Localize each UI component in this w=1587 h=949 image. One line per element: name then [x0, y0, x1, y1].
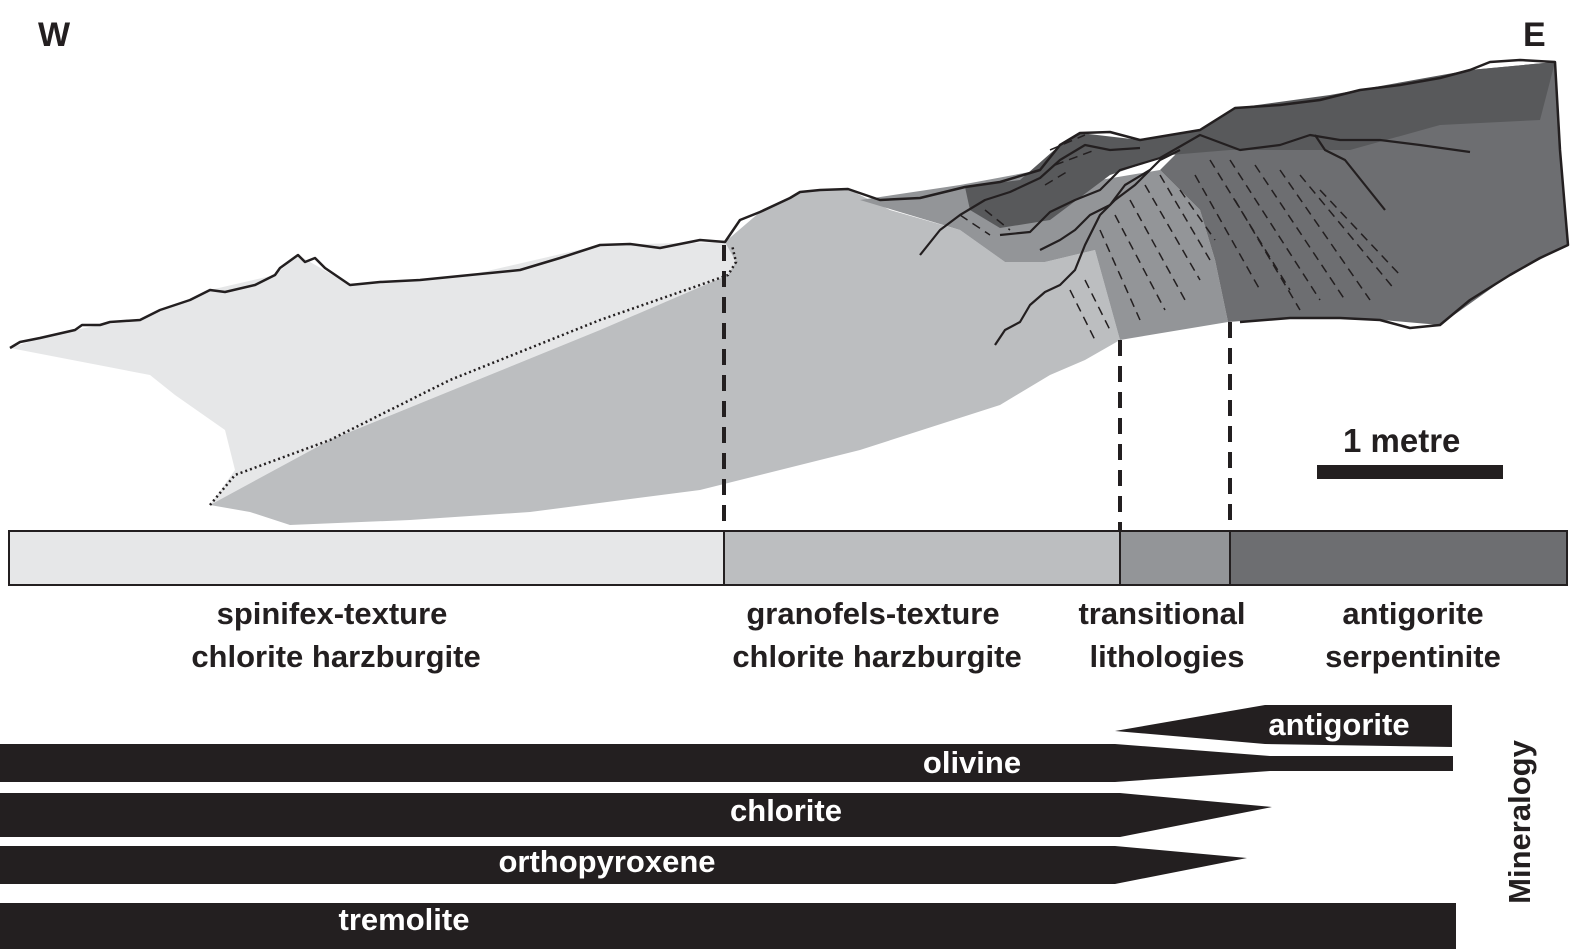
orthopyroxene-bar-label: orthopyroxene — [498, 844, 715, 879]
strip-transitional — [1120, 531, 1230, 585]
chlorite-bar-label: chlorite — [730, 793, 842, 828]
mineralogy-title: Mineralogy — [1502, 739, 1537, 903]
strip-spinifex — [9, 531, 724, 585]
zone-label-antigorite-line2: serpentinite — [1325, 639, 1501, 674]
lithology-strip — [9, 531, 1567, 585]
strip-granofels — [724, 531, 1120, 585]
zone-label-antigorite-line1: antigorite — [1342, 596, 1483, 631]
zone-label-transitional-line1: transitional — [1078, 596, 1245, 631]
scale-bar-line — [1317, 465, 1503, 479]
west-label: W — [38, 16, 71, 54]
zone-label-spinifex-line2: chlorite harzburgite — [191, 639, 480, 674]
mineralogy-bars — [0, 705, 1456, 949]
zone-label-granofels-line1: granofels-texture — [746, 596, 999, 631]
antigorite-bar-label: antigorite — [1268, 707, 1409, 742]
olivine-bar-label: olivine — [923, 745, 1021, 780]
outcrop-sketch — [10, 60, 1568, 530]
olivine-bar — [0, 744, 1453, 782]
zone-label-granofels-line2: chlorite harzburgite — [732, 639, 1021, 674]
zone-label-transitional-line2: lithologies — [1090, 639, 1245, 674]
scale-bar-label: 1 metre — [1343, 422, 1460, 459]
zone-label-spinifex-line1: spinifex-texture — [217, 596, 448, 631]
zone-labels: spinifex-texture chlorite harzburgite gr… — [191, 596, 1501, 674]
scale-bar: 1 metre — [1317, 422, 1503, 479]
tremolite-bar — [0, 903, 1456, 949]
chlorite-bar — [0, 793, 1272, 837]
east-label: E — [1523, 16, 1546, 54]
strip-antigorite — [1230, 531, 1567, 585]
tremolite-bar-label: tremolite — [339, 902, 470, 937]
